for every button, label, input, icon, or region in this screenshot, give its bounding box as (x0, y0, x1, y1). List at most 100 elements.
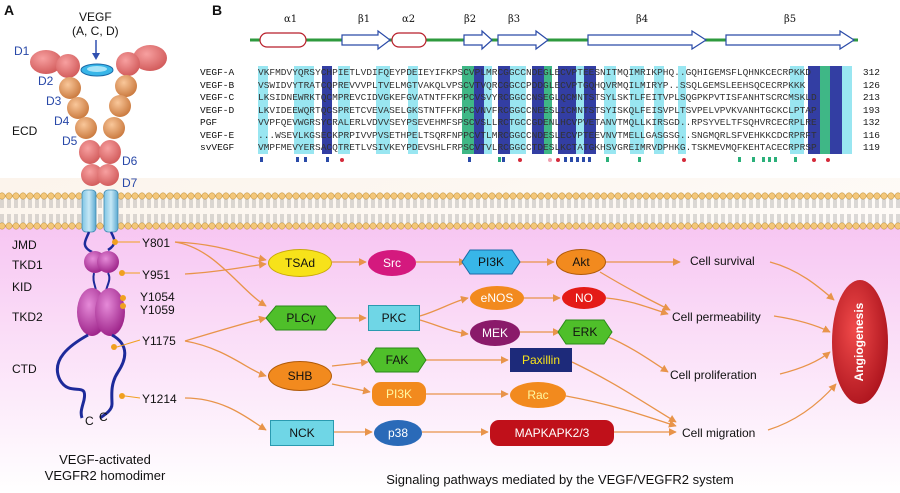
lipid-head (565, 192, 573, 200)
lipid-tail (231, 199, 235, 208)
lipid-head (0, 222, 6, 230)
lipid-head (292, 192, 300, 200)
lipid-tail (581, 214, 585, 223)
d1-label: D1 (14, 44, 30, 58)
lipid-tail (140, 199, 144, 208)
lipid-tail (70, 214, 74, 223)
src-node: Src (368, 250, 416, 276)
lipid-head (306, 222, 314, 230)
lipid-tail (763, 214, 767, 223)
lipid-head (327, 222, 335, 230)
alpha2-label: α2 (402, 14, 416, 25)
lipid-head (649, 222, 657, 230)
d3-domain-left (59, 77, 81, 99)
lipid-head (614, 222, 622, 230)
lipid-tail (889, 214, 893, 223)
seq-name-pgf: PGF (200, 117, 218, 128)
lipid-tail (189, 214, 193, 223)
lipid-head (96, 192, 104, 200)
lipid-head (880, 222, 888, 230)
lipid-head (61, 192, 69, 200)
lipid-head (789, 222, 797, 230)
lipid-head (243, 192, 251, 200)
d1-domain-left (30, 50, 62, 74)
seq-pgf: VVPFQEVWGRSYCRALERLVDVVSEYPSEVEHMFSPSCVS… (258, 117, 817, 128)
beta2-strand (463, 29, 493, 51)
lipid-tail (581, 199, 585, 208)
lipid-tail (896, 199, 900, 208)
arrow-proliferation-angiogenesis (779, 351, 831, 375)
lipid-head (320, 192, 328, 200)
lipid-tail (427, 214, 431, 223)
lipid-tail (882, 214, 886, 223)
lipid-head (131, 222, 139, 230)
lipid-head (712, 222, 720, 230)
d6-domain-left (79, 140, 101, 164)
lipid-tail (420, 199, 424, 208)
fak-node: FAK (385, 353, 409, 367)
lipid-head (222, 192, 230, 200)
lipid-head (684, 192, 692, 200)
lipid-head (817, 192, 825, 200)
lipid-tail (819, 214, 823, 223)
lipid-head (649, 192, 657, 200)
lipid-tail (525, 214, 529, 223)
lipid-head (355, 222, 363, 230)
lipid-tail (630, 199, 634, 208)
lipid-tail (329, 199, 333, 208)
alpha1-helix (259, 32, 307, 48)
lipid-tail (182, 199, 186, 208)
lipid-head (236, 192, 244, 200)
lipid-head (362, 192, 370, 200)
alignment-names: VEGF-A VEGF-B VEGF-C VEGF-D PGF VEGF-E s… (200, 67, 234, 155)
seq-name-svvegf: svVEGF (200, 142, 235, 153)
lipid-tail (280, 214, 284, 223)
lipid-tail (679, 199, 683, 208)
lipid-tail (595, 199, 599, 208)
lipid-tail (196, 214, 200, 223)
lipid-head (173, 192, 181, 200)
lipid-head (502, 222, 510, 230)
lipid-tail (854, 214, 858, 223)
lipid-tail (203, 199, 207, 208)
lipid-head (201, 192, 209, 200)
lipid-tail (791, 214, 795, 223)
lipid-tail (98, 214, 102, 223)
lipid-tail (350, 199, 354, 208)
y1214-label: Y1214 (142, 392, 177, 406)
alignment-numbers: 312 126 213 193 132 116 119 (860, 67, 880, 155)
lipid-head (488, 222, 496, 230)
lipid-tail (441, 199, 445, 208)
lipid-tail (805, 214, 809, 223)
erk-hexagon (557, 319, 613, 345)
seq-vegf-b: VSWIDVYTRATCQPREVVVPLTVELMGTVAKQLVPSCVTV… (258, 79, 806, 91)
lipid-head (705, 222, 713, 230)
lipid-head (852, 222, 860, 230)
lipid-head (656, 192, 664, 200)
lipid-head (516, 192, 524, 200)
lipid-tail (665, 199, 669, 208)
lipid-tail (455, 199, 459, 208)
lipid-tail (539, 199, 543, 208)
lipid-tail (287, 214, 291, 223)
lipid-tail (371, 214, 375, 223)
seq-name-vegf-b: VEGF-B (200, 79, 235, 91)
lipid-tail (700, 214, 704, 223)
lipid-head (523, 222, 531, 230)
lipid-tail (490, 214, 494, 223)
lipid-head (369, 192, 377, 200)
lipid-tail (560, 199, 564, 208)
lipid-head (187, 192, 195, 200)
enos-node: eNOS (470, 286, 524, 310)
lipid-tail (854, 199, 858, 208)
lipid-tail (875, 214, 879, 223)
lipid-tail (777, 199, 781, 208)
d4-label: D4 (54, 114, 70, 128)
lipid-head (180, 192, 188, 200)
lipid-head (257, 192, 265, 200)
alpha1-label: α1 (284, 14, 298, 25)
lipid-head (40, 192, 48, 200)
lipid-head (355, 192, 363, 200)
d5-domain-left (75, 117, 97, 139)
